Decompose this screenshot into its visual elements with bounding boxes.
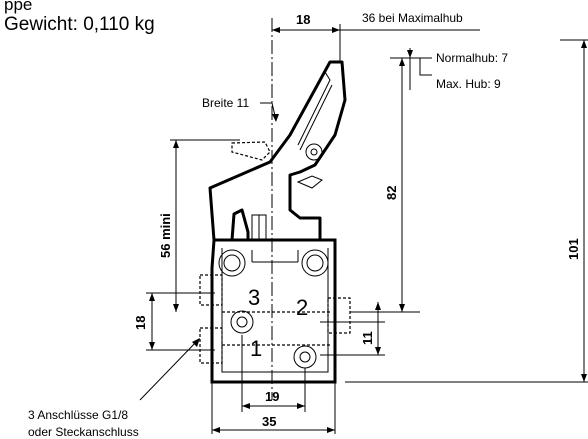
- header-line: ppe: [4, 0, 32, 14]
- dim-top-width: 18: [296, 12, 310, 27]
- dim-port-spacing-left: 18: [133, 316, 148, 330]
- port-spacing-left-dimension: 18: [133, 292, 215, 351]
- port-spacing-right-dimension: 11: [320, 302, 385, 356]
- base-dimensions: 19 35: [211, 335, 336, 434]
- port-label-2: 2: [296, 295, 308, 320]
- top-dimension: 18 36 bei Maximalhub: [272, 11, 480, 62]
- max-stroke-label: Max. Hub: 9: [436, 77, 501, 91]
- port-label-3: 3: [248, 285, 260, 310]
- connection-note: 3 Anschlüsse G1/8 oder Steckanschluss: [28, 338, 200, 439]
- dim-total-height: 101: [566, 238, 581, 260]
- lever: [208, 60, 347, 242]
- connection-note-line2: oder Steckanschluss: [28, 425, 139, 439]
- total-height-dimension: 101: [345, 39, 588, 383]
- dim-lever-height: 82: [384, 186, 399, 200]
- dim-base-outer: 35: [262, 414, 276, 429]
- dim-max-stroke-note: 36 bei Maximalhub: [362, 11, 463, 25]
- dim-base-inner: 19: [265, 389, 279, 404]
- lever-width-note: Breite 11: [202, 96, 279, 122]
- lever-rest-outline: [231, 141, 271, 161]
- lever-height-dimension: 82: [350, 58, 420, 313]
- connection-note-line1: 3 Anschlüsse G1/8: [28, 408, 128, 422]
- port-label-1: 1: [250, 336, 262, 361]
- dim-min-height: 56 mini: [158, 213, 173, 258]
- weight-label: Gewicht: 0,110 kg: [4, 14, 155, 35]
- normal-stroke-label: Normalhub: 7: [436, 51, 508, 65]
- dim-port-spacing-right: 11: [360, 331, 375, 345]
- stroke-notes: Normalhub: 7 Max. Hub: 9: [390, 48, 508, 91]
- min-height-dimension: 56 mini: [158, 139, 240, 312]
- valve-body: [199, 238, 351, 384]
- lever-width-label: Breite 11: [202, 96, 249, 110]
